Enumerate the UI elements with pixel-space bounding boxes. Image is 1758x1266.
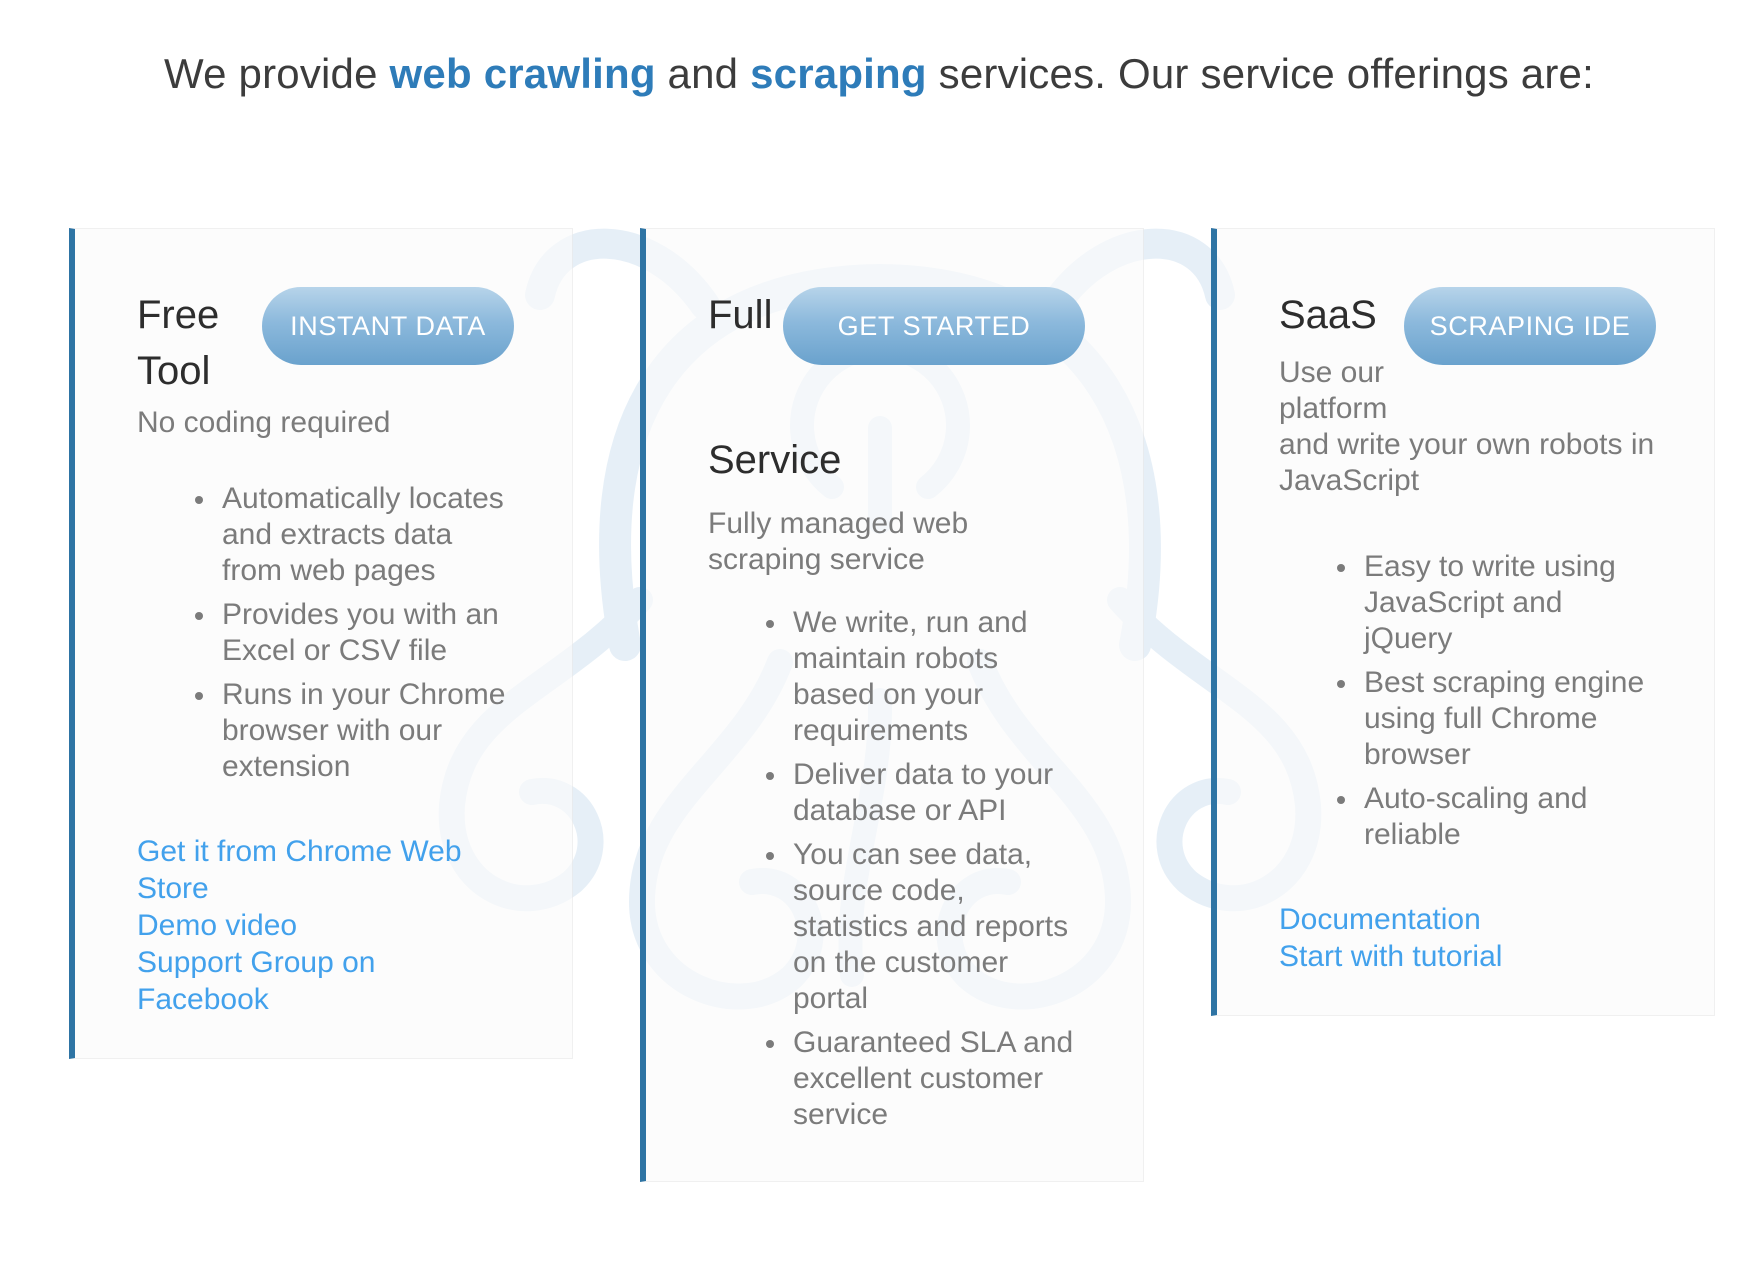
text-link[interactable]: Start with tutorial xyxy=(1279,940,1503,973)
text-link[interactable]: Support Group on Facebook xyxy=(137,946,376,1016)
card-title-saas: SaaS xyxy=(1279,293,1377,337)
card-saas: SCRAPING IDE SaaS Use our platform and w… xyxy=(1211,228,1715,1016)
feature-item: Auto-scaling and reliable xyxy=(1360,781,1656,853)
feature-item: Deliver data to your database or API xyxy=(789,757,1085,829)
feature-item: Provides you with an Excel or CSV file xyxy=(218,597,514,669)
text-link[interactable]: Demo video xyxy=(137,909,298,942)
heading-highlight-scraping: scraping xyxy=(750,50,927,97)
card-full-service: Full GET STARTED Service Fully managed w… xyxy=(640,228,1144,1182)
card-title-free-tool: Free Tool xyxy=(137,287,219,399)
heading-text-post: services. Our service offerings are: xyxy=(926,50,1594,97)
feature-list: We write, run and maintain robots based … xyxy=(708,605,1085,1133)
text-link[interactable]: Get it from Chrome Web Store xyxy=(137,835,462,905)
service-cards-row: Free Tool INSTANT DATA No coding require… xyxy=(69,228,1715,1182)
card-header: Full GET STARTED xyxy=(708,287,1085,365)
feature-item: You can see data, source code, statistic… xyxy=(789,837,1085,1017)
feature-list: Easy to write using JavaScript and jQuer… xyxy=(1279,549,1656,853)
card-title-full: Full xyxy=(708,293,773,337)
feature-list: Automatically locates and extracts data … xyxy=(137,481,514,785)
card-title-service: Service xyxy=(708,438,842,482)
card-title-line: Tool xyxy=(137,349,211,393)
heading-highlight-web-crawling: web crawling xyxy=(389,50,656,97)
heading-text-pre: We provide xyxy=(164,50,390,97)
feature-item: Best scraping engine using full Chrome b… xyxy=(1360,665,1656,773)
page-heading: We provide web crawling and scraping ser… xyxy=(0,0,1758,101)
feature-item: We write, run and maintain robots based … xyxy=(789,605,1085,749)
feature-item: Easy to write using JavaScript and jQuer… xyxy=(1360,549,1656,657)
feature-item: Automatically locates and extracts data … xyxy=(218,481,514,589)
card-subtitle: Use our platform and write your own robo… xyxy=(1279,356,1655,497)
heading-text-mid: and xyxy=(655,50,751,97)
feature-item: Runs in your Chrome browser with our ext… xyxy=(218,677,514,785)
card-free-tool: Free Tool INSTANT DATA No coding require… xyxy=(69,228,573,1059)
card-title-line: Free xyxy=(137,293,220,337)
feature-item: Guaranteed SLA and excellent customer se… xyxy=(789,1025,1085,1133)
instant-data-button[interactable]: INSTANT DATA xyxy=(262,287,514,365)
text-link[interactable]: Documentation xyxy=(1279,903,1481,936)
card-subtitle: Fully managed web scraping service xyxy=(708,507,969,576)
scraping-ide-button[interactable]: SCRAPING IDE xyxy=(1404,287,1656,365)
card-header: Free Tool INSTANT DATA xyxy=(137,287,514,399)
card-subtitle: No coding required xyxy=(137,406,391,439)
get-started-button[interactable]: GET STARTED xyxy=(783,287,1085,365)
